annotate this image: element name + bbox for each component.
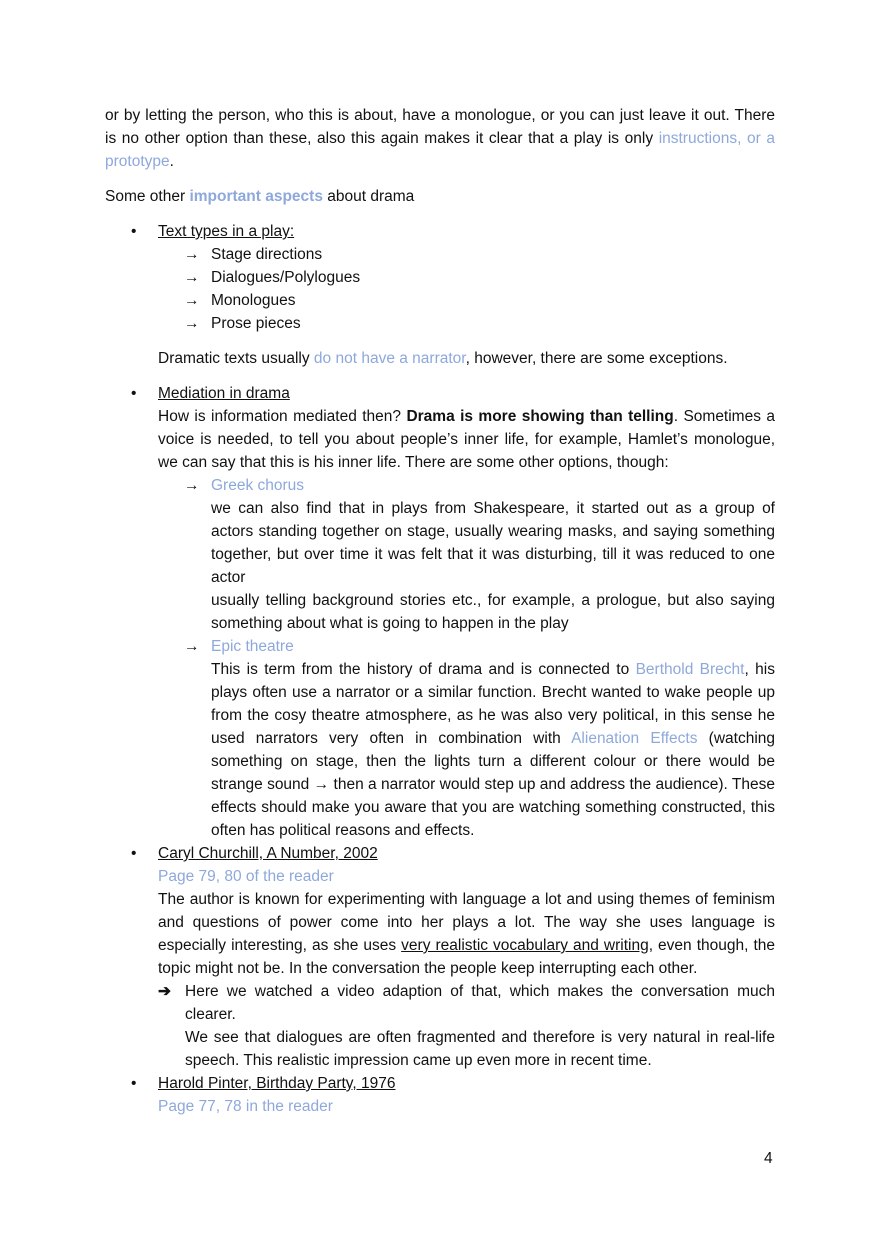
list-item: →Stage directions <box>158 243 775 266</box>
bold-showing-telling: Drama is more showing than telling <box>406 408 674 425</box>
highlight-alienation-effects: Alienation Effects <box>571 730 698 747</box>
epic-theatre-item: → Epic theatre This is term from the his… <box>158 635 775 842</box>
epic-theatre-title: Epic theatre <box>211 638 294 655</box>
bullet-text-types: • Text types in a play: <box>105 220 775 243</box>
intro-paragraph: or by letting the person, who this is ab… <box>105 107 775 170</box>
mediation-paragraph: How is information mediated then? Drama … <box>158 408 775 471</box>
bullet-mediation: • Mediation in drama How is information … <box>105 382 775 842</box>
epic-theatre-text: This is term from the history of drama a… <box>211 661 775 839</box>
arrow-right-icon: → <box>184 292 200 309</box>
section-title-text-types: Text types in a play: <box>158 223 295 240</box>
page-number: 4 <box>764 1150 773 1167</box>
section-title-pinter: Harold Pinter, Birthday Party, 1976 <box>158 1075 396 1092</box>
greek-chorus-item: → Greek chorus we can also find that in … <box>158 474 775 635</box>
highlight-no-narrator: do not have a narrator <box>313 350 466 367</box>
list-item: →Prose pieces <box>158 312 775 335</box>
churchill-paragraph: The author is known for experimenting wi… <box>158 891 775 977</box>
highlight-important-aspects: important aspects <box>189 188 323 205</box>
arrow-right-icon: → <box>184 477 200 494</box>
highlight-instructions: instructions, or a prototype <box>105 130 775 170</box>
list-item: →Monologues <box>158 289 775 312</box>
arrow-right-icon: → <box>184 269 200 286</box>
arrow-right-icon: → <box>184 315 200 332</box>
fragmented-dialogue-text: We see that dialogues are often fragment… <box>185 1029 775 1069</box>
greek-chorus-text-2: usually telling background stories etc.,… <box>211 592 775 632</box>
bullet-pinter: • Harold Pinter, Birthday Party, 1976 Pa… <box>105 1072 775 1118</box>
text-types-list: →Stage directions →Dialogues/Polylogues … <box>105 243 775 335</box>
reader-ref-churchill: Page 79, 80 of the reader <box>158 868 334 885</box>
section-title-churchill: Caryl Churchill, A Number, 2002 <box>158 845 378 862</box>
narrator-note: Dramatic texts usually do not have a nar… <box>158 350 728 367</box>
bullet-icon: • <box>131 385 137 402</box>
bullet-churchill: • Caryl Churchill, A Number, 2002 Page 7… <box>105 842 775 1072</box>
arrow-right-icon: → <box>184 638 200 655</box>
greek-chorus-text-1: we can also find that in plays from Shak… <box>211 500 775 586</box>
video-adaption-text: Here we watched a video adaption of that… <box>185 983 775 1023</box>
greek-chorus-title: Greek chorus <box>211 477 305 494</box>
section-title-mediation: Mediation in drama <box>158 385 290 402</box>
bullet-icon: • <box>131 845 137 862</box>
bullet-icon: • <box>131 223 137 240</box>
underlined-realistic-vocabulary: very realistic vocabulary and writing <box>401 937 649 954</box>
document-page: or by letting the person, who this is ab… <box>105 104 775 1118</box>
bold-arrow-icon: ➔ <box>158 983 171 1000</box>
list-item: →Dialogues/Polylogues <box>158 266 775 289</box>
arrow-right-icon: → <box>184 246 200 263</box>
highlight-brecht: Berthold Brecht <box>635 661 745 678</box>
aspects-heading: Some other important aspects about drama <box>105 188 415 205</box>
churchill-arrow-note: ➔ Here we watched a video adaption of th… <box>158 980 775 1072</box>
reader-ref-pinter: Page 77, 78 in the reader <box>158 1098 333 1115</box>
bullet-icon: • <box>131 1075 137 1092</box>
